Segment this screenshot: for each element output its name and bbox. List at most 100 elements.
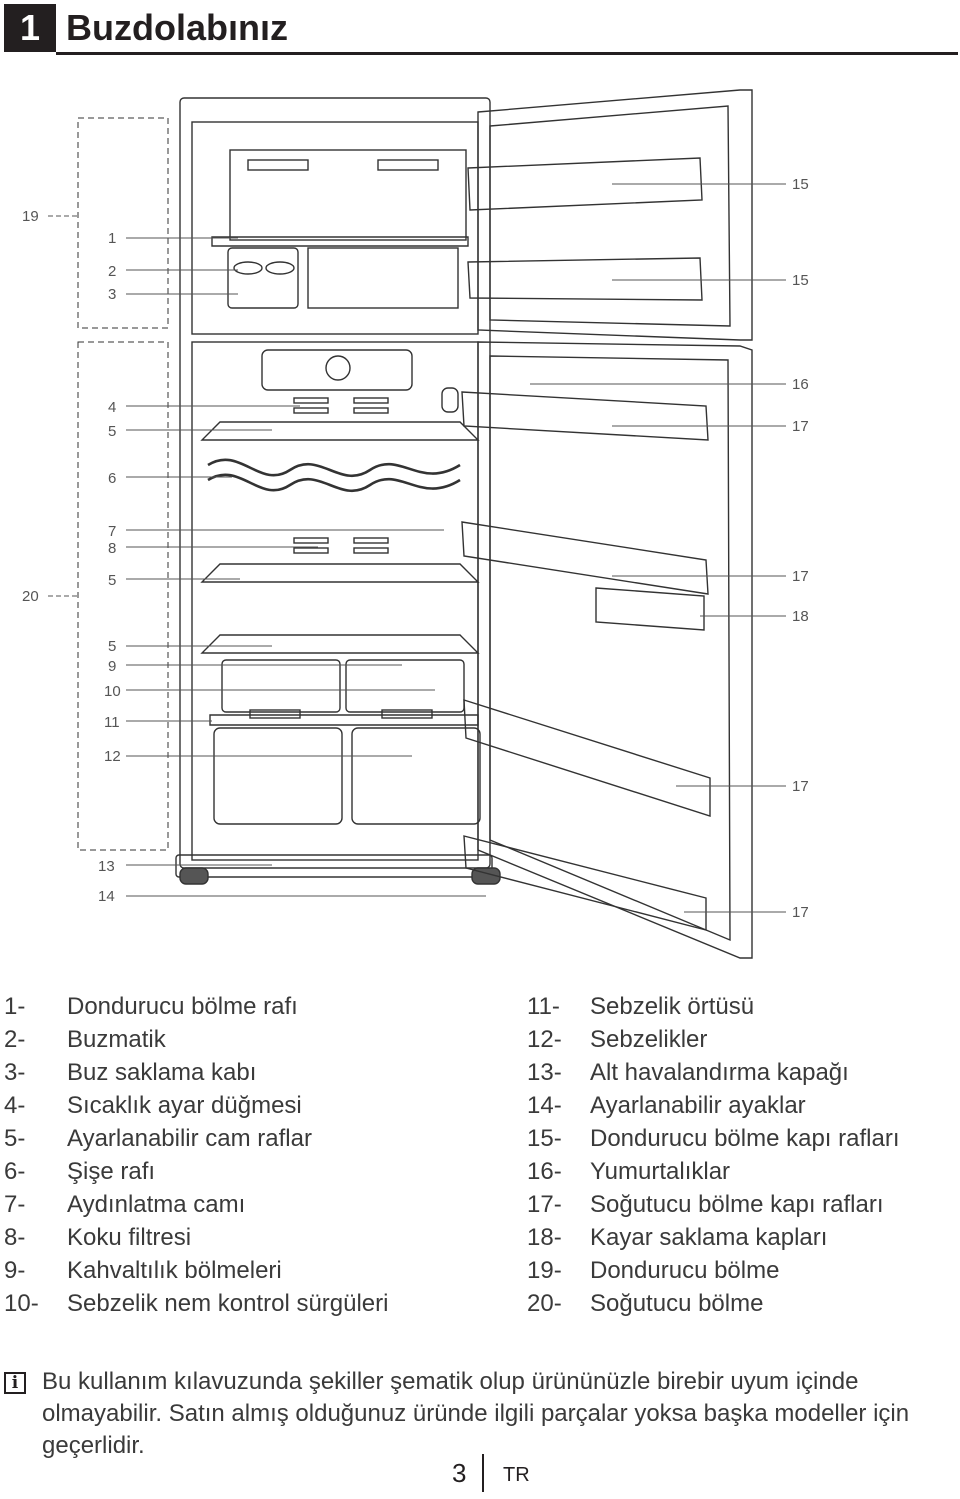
freezer-door-shelf-upper	[467, 157, 703, 211]
legend-item: 17-Soğutucu bölme kapı rafları	[527, 1191, 884, 1218]
crisper-left	[213, 727, 343, 825]
vent-slot	[293, 407, 329, 414]
freezer-back-panel	[229, 149, 467, 241]
callout-3: 3	[108, 286, 116, 303]
legend-item: 2-Buzmatik	[4, 1026, 166, 1053]
vent-slot	[353, 407, 389, 414]
fridge-door-shelf-1	[461, 391, 709, 441]
ice-cube-right	[265, 261, 295, 275]
legend-item: 1-Dondurucu bölme rafı	[4, 993, 298, 1020]
ice-storage-box	[307, 247, 459, 309]
legend-item: 7-Aydınlatma camı	[4, 1191, 246, 1218]
freezer-door	[477, 89, 753, 341]
light-cover	[441, 387, 459, 413]
chapter-title: Buzdolabınız	[66, 7, 288, 48]
callout-17b: 17	[792, 568, 809, 585]
chapter-header: 1 Buzdolabınız	[4, 4, 958, 56]
callout-11: 11	[104, 714, 120, 731]
freezer-bracket	[77, 117, 169, 329]
legend-item: 9-Kahvaltılık bölmeleri	[4, 1257, 282, 1284]
legend-item: 8-Koku filtresi	[4, 1224, 192, 1251]
legend-item: 19-Dondurucu bölme	[527, 1257, 780, 1284]
callout-5a: 5	[108, 423, 116, 440]
freezer-vent-left	[247, 159, 309, 171]
callout-2: 2	[108, 263, 116, 280]
info-note-text: Bu kullanım kılavuzunda şekiller şematik…	[42, 1368, 910, 1459]
fridge-door-shelf-3	[463, 699, 711, 817]
legend-item: 20-Soğutucu bölme	[527, 1290, 764, 1317]
glass-shelf-upper	[200, 421, 480, 441]
callout-15b: 15	[792, 272, 809, 289]
callout-17a: 17	[792, 418, 809, 435]
fridge-compartment	[191, 341, 479, 861]
legend-item: 3-Buz saklama kabı	[4, 1059, 257, 1086]
callout-18: 18	[792, 608, 809, 625]
legend-left-column: 1-Dondurucu bölme rafı 2-Buzmatik 3-Buz …	[4, 990, 388, 1320]
footer-divider	[482, 1454, 484, 1492]
crisper-right	[351, 727, 481, 825]
language-code: TR	[503, 1464, 530, 1486]
header-rule	[56, 52, 958, 55]
freezer-vent-right	[377, 159, 439, 171]
freezer-door-shelf-lower	[467, 257, 703, 301]
callout-10: 10	[104, 683, 121, 700]
legend-item: 11-Sebzelik örtüsü	[527, 993, 755, 1020]
freezer-door-liner	[489, 105, 731, 327]
page-footer: 3 TR	[0, 1452, 960, 1496]
vent-slot	[353, 537, 389, 544]
legend-item: 18-Kayar saklama kapları	[527, 1224, 828, 1251]
fridge-door-shelf-2	[461, 521, 709, 595]
callout-7: 7	[108, 523, 116, 540]
callout-12: 12	[104, 748, 121, 765]
fridge-door	[477, 341, 753, 959]
breakfast-compartment-right	[345, 659, 465, 713]
thermostat-housing	[261, 349, 413, 391]
freezer-shelf	[211, 236, 469, 247]
callout-15a: 15	[792, 176, 809, 193]
vent-slot	[293, 397, 329, 404]
callout-1: 1	[108, 230, 116, 247]
legend-item: 4-Sıcaklık ayar düğmesi	[4, 1092, 302, 1119]
fridge-door-shelf-4	[463, 835, 707, 931]
chapter-number: 1	[4, 4, 56, 52]
legend-right-column: 11-Sebzelik örtüsü 12-Sebzelikler 13-Alt…	[527, 990, 900, 1320]
legend-item: 16-Yumurtalıklar	[527, 1158, 731, 1185]
callout-5c: 5	[108, 638, 116, 655]
legend-item: 12-Sebzelikler	[527, 1026, 708, 1053]
fridge-cabinet	[179, 97, 491, 869]
callout-5b: 5	[108, 572, 116, 589]
callout-17c: 17	[792, 778, 809, 795]
page-number: 3	[452, 1458, 467, 1488]
callout-14: 14	[98, 888, 115, 905]
callout-13: 13	[98, 858, 115, 875]
legend-item: 15-Dondurucu bölme kapı rafları	[527, 1125, 900, 1152]
icematic	[227, 247, 299, 309]
freezer-compartment	[191, 121, 479, 335]
legend-item: 6-Şişe rafı	[4, 1158, 156, 1185]
bottom-vent-cover	[175, 854, 493, 878]
breakfast-compartment-left	[221, 659, 341, 713]
thermostat-knob	[325, 355, 351, 381]
glass-shelf-lower	[200, 634, 480, 654]
callout-20: 20	[22, 588, 39, 605]
callout-19: 19	[22, 208, 39, 225]
adjustable-foot-left	[179, 867, 209, 885]
callout-4: 4	[108, 399, 116, 416]
vent-slot	[353, 397, 389, 404]
bottle-rack-rail	[207, 473, 461, 492]
legend-item: 5-Ayarlanabilir cam raflar	[4, 1125, 312, 1152]
ice-cube-left	[233, 261, 263, 275]
vent-slot	[293, 547, 329, 554]
callout-16: 16	[792, 376, 809, 393]
fridge-bracket	[77, 341, 169, 851]
humidity-slider-left	[249, 709, 301, 719]
bottle-rack	[207, 458, 461, 477]
sliding-container	[595, 587, 705, 631]
legend-item: 14-Ayarlanabilir ayaklar	[527, 1092, 806, 1119]
vent-slot	[293, 537, 329, 544]
callout-8: 8	[108, 540, 116, 557]
callout-17d: 17	[792, 904, 809, 921]
callout-6: 6	[108, 470, 116, 487]
legend-item: 10-Sebzelik nem kontrol sürgüleri	[4, 1290, 389, 1317]
vent-slot	[353, 547, 389, 554]
